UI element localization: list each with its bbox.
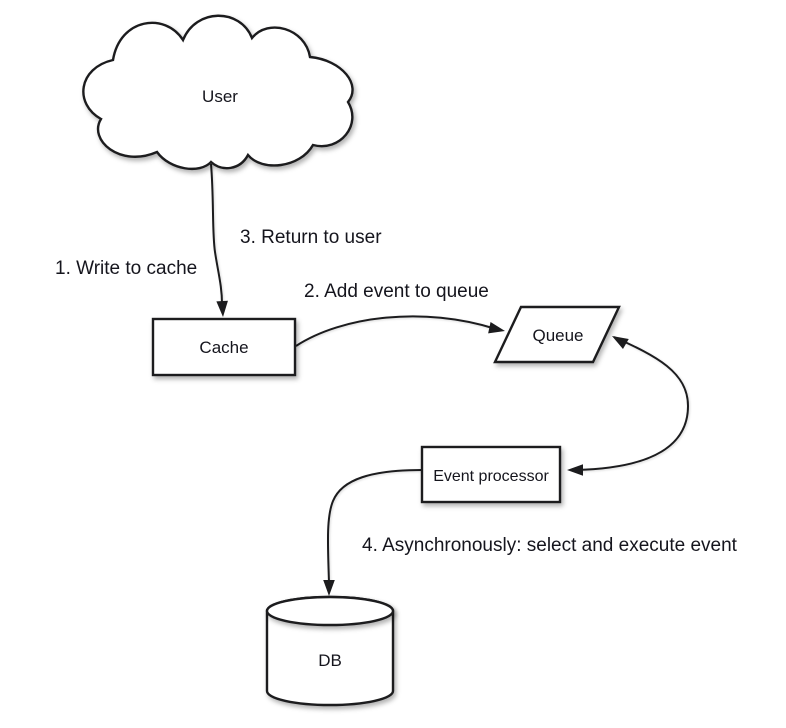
arrow-queue-event-processor-line [575,336,690,471]
node-user: User [82,14,354,170]
cache-rect-shape [151,317,297,377]
db-label: DB [318,651,342,670]
event-processor-rect-shape [420,445,562,504]
arrow-queue-event-processor [567,336,690,476]
arrowhead-into-event-processor [567,464,583,476]
arrow-user-to-cache [210,163,228,317]
arrow-cache-to-queue [295,315,505,347]
db-cylinder-top [265,595,395,627]
step-1-label: 1. Write to cache [55,258,197,279]
cache-label: Cache [199,338,248,357]
arrow-cache-to-queue-line [295,315,497,347]
event-processor-label: Event processor [433,468,549,485]
user-cloud-shape [82,14,354,170]
node-db: DB [265,595,395,707]
arrowhead-into-db [323,580,335,596]
step-3-label: 3. Return to user [240,227,382,248]
arrow-event-processor-to-db-line [326,469,423,584]
node-event-processor: Event processor [420,445,562,504]
arrow-event-processor-to-db [323,469,423,596]
arrow-user-to-cache-line [210,163,223,305]
node-queue: Queue [493,305,621,364]
arrowhead-into-cache [216,300,228,317]
arrowhead-into-queue-right [612,336,629,350]
queue-parallelogram-shape [493,305,621,364]
step-2-label: 2. Add event to queue [304,281,489,302]
queue-label: Queue [532,326,583,345]
user-label: User [202,87,238,106]
arrowhead-into-queue-left [488,322,505,334]
step-4-label: 4. Asynchronously: select and execute ev… [362,535,738,556]
node-cache: Cache [151,317,297,377]
